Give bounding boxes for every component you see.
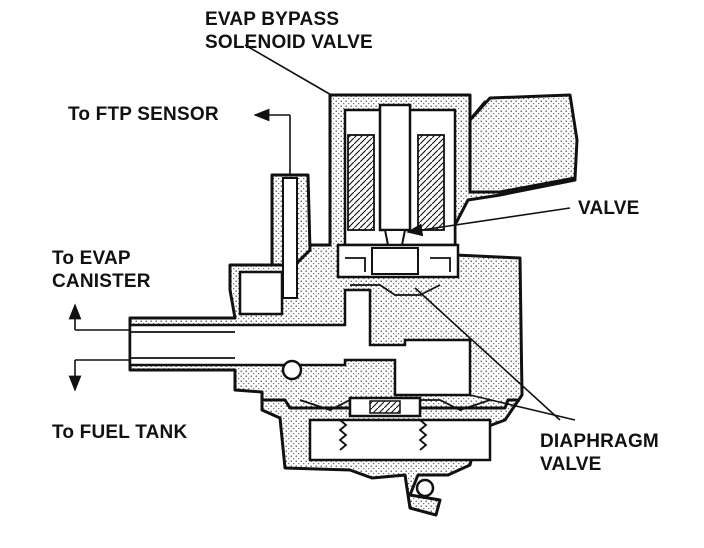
label-evap-bypass: EVAP BYPASS [205, 9, 339, 30]
coil-right [417, 134, 445, 231]
leader-valve [406, 207, 571, 237]
label-valve: VALVE [578, 198, 640, 219]
label-diaphragm-valve: VALVE [540, 454, 602, 475]
mounting-hole [415, 478, 435, 498]
label-canister: CANISTER [52, 271, 151, 292]
internal-passages [128, 103, 472, 498]
leader-solenoid [244, 44, 334, 97]
label-diaphragm: DIAPHRAGM [540, 431, 659, 452]
label-solenoid-valve: SOLENOID VALVE [205, 32, 373, 53]
valve-seat-assembly [336, 243, 460, 296]
label-to-evap: To EVAP [52, 248, 131, 269]
coil-left [347, 134, 375, 231]
leader-diaphragm-2 [469, 394, 576, 421]
plunger [378, 103, 412, 232]
diaphragm-spring [338, 419, 428, 451]
electrical-connector [468, 93, 579, 194]
label-to-fuel-tank: To FUEL TANK [52, 422, 187, 443]
diaphragm-assembly [262, 396, 520, 462]
leader-diaphragm-1 [414, 287, 561, 421]
label-to-ftp-sensor: To FTP SENSOR [68, 104, 219, 125]
